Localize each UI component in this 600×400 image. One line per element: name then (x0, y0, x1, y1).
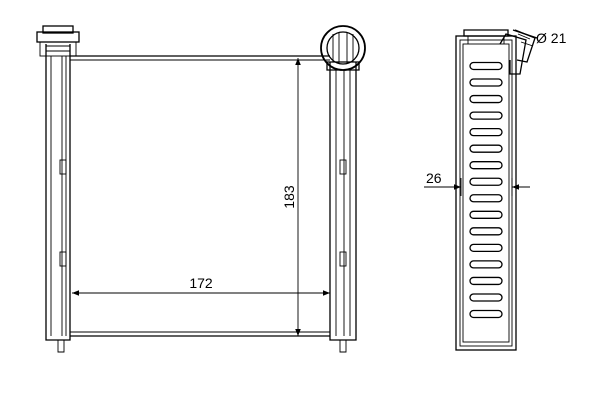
tube-slot (469, 276, 503, 286)
tube-slot (469, 111, 503, 120)
heater-core (70, 55, 330, 337)
tube-slot (469, 144, 503, 153)
side-view: Ø 21 26 (424, 29, 567, 351)
left-pipe-cap (36, 25, 80, 57)
tube-slot (469, 94, 503, 104)
height-dimension-label: 183 (281, 185, 297, 209)
tube-slot (469, 210, 503, 219)
tube-slot (469, 227, 503, 236)
left-header-tank (45, 44, 71, 353)
right-pipe-connector (320, 25, 366, 71)
pipe-diameter-label: Ø 21 (536, 30, 567, 46)
right-header-tank (329, 62, 357, 353)
tube-slot (469, 78, 503, 87)
tube-slot (469, 293, 503, 302)
width-dimension: 172 (72, 275, 330, 296)
tube-slot (469, 243, 503, 253)
tube-slot (469, 127, 503, 137)
tube-slot (469, 260, 503, 269)
width-dimension-label: 172 (189, 275, 213, 291)
depth-dimension-label: 26 (426, 170, 442, 186)
depth-dimension: 26 (424, 170, 530, 196)
tube-slots (469, 61, 503, 319)
tube-slot (469, 309, 503, 319)
tube-slot (469, 61, 503, 71)
tube-slot (469, 161, 503, 170)
angled-pipe-connector (499, 29, 538, 75)
front-view: 183 172 (36, 25, 366, 353)
tube-slot (469, 177, 503, 186)
height-dimension: 183 (281, 58, 301, 336)
tube-slot (469, 194, 503, 203)
